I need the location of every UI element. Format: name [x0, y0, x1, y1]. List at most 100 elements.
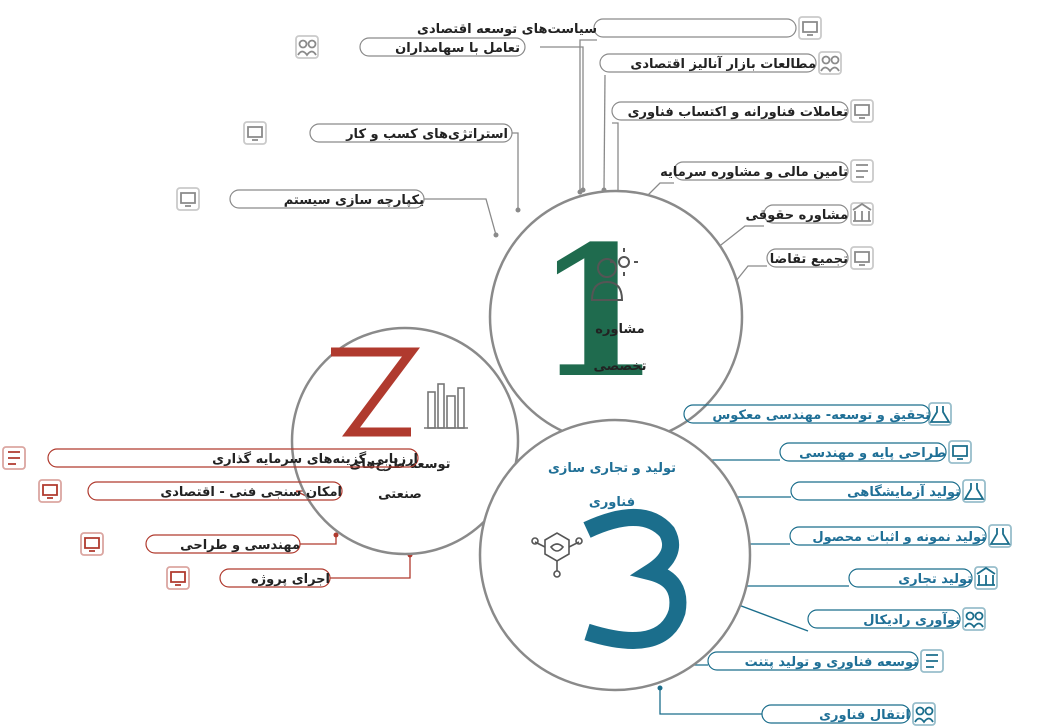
item-label: ارزیابی گزینه‌های سرمایه گذاری [212, 451, 418, 467]
presentation-icon [798, 16, 822, 40]
technology-title-line1: تولید و تجاری سازی [548, 461, 676, 476]
technology-item: توسعه فناوری و تولید پتنت [707, 649, 944, 673]
consulting-item: مشاوره حقوقی [746, 202, 874, 226]
connector-line [612, 122, 619, 196]
item-label: نوآوری رادیکال [863, 611, 960, 628]
industrial-hub: 2 توسعه طرح‌های صنعتی [290, 326, 520, 556]
item-label: انتقال فناوری [819, 708, 910, 723]
item-pill [309, 123, 513, 143]
consulting-item: یکپارچه سازی سیستم [176, 187, 425, 211]
item-label: تجمیع تقاضا [770, 252, 848, 267]
item-pill [359, 37, 526, 57]
item-label: توسعه فناوری و تولید پتنت [745, 655, 918, 670]
item-label: تولید آزمایشگاهی [847, 483, 960, 500]
item-pill [673, 161, 849, 181]
technology-item: تولید تجاری [848, 566, 998, 590]
industrial-item: مهندسی و طراحی [80, 532, 301, 556]
meeting-icon [818, 51, 842, 75]
consulting-item: سیاست‌های توسعه اقتصادی [417, 16, 822, 40]
industrial-item: اجرای پروژه [166, 566, 331, 590]
connector-dot [580, 187, 586, 193]
connector-line [540, 46, 584, 190]
industrial-title-line1: توسعه طرح‌های [349, 457, 450, 472]
item-label: تعامل با سهامداران [395, 41, 520, 56]
consulting-item: تعامل با سهامداران [295, 35, 526, 59]
item-label: مهندسی و طراحی [180, 538, 300, 553]
connector-dot [333, 532, 339, 538]
item-pill [707, 651, 919, 671]
technology-item: نوآوری رادیکال [807, 607, 986, 631]
rd-flask-icon [928, 402, 952, 426]
connector-dot [493, 232, 499, 238]
industrial-numeral-shape [331, 347, 420, 437]
prototype-icon [988, 524, 1012, 548]
project-execution-icon [166, 566, 190, 590]
item-label: طراحی پایه و مهندسی [799, 446, 946, 461]
industrial-item: امکان سنجی فنی - اقتصادی [38, 479, 343, 503]
courthouse-icon [850, 202, 874, 226]
item-pill [611, 101, 849, 121]
consulting-item: استراتژی‌های کسب و کار [243, 121, 513, 145]
item-pill [683, 404, 931, 424]
engineering-design-icon [80, 532, 104, 556]
consulting-numeral: 1 [535, 207, 660, 418]
item-label: تولید نمونه و اثبات محصول [812, 530, 986, 545]
technology-title-line2: فناوری [589, 495, 635, 510]
connector-line [711, 225, 764, 253]
consulting-item: تعاملات فناورانه و اکتساب فناوری [611, 99, 874, 123]
connector-line [330, 555, 411, 579]
item-label: تحقیق و توسعه- مهندسی معکوس [712, 408, 930, 423]
item-pill [807, 609, 961, 629]
item-label: مطالعات بازار آنالیز اقتصادی [630, 55, 816, 72]
item-pill [763, 204, 849, 224]
connector-dot [657, 685, 663, 691]
industrial-item: ارزیابی گزینه‌های سرمایه گذاری [2, 446, 419, 470]
item-pill [766, 248, 849, 268]
investment-report-icon [2, 446, 26, 470]
item-pill [593, 18, 797, 38]
technology-hub: 3 تولید و تجاری سازی فناوری [478, 418, 752, 692]
connector-line [424, 198, 497, 236]
technology-item: تحقیق و توسعه- مهندسی معکوس [683, 402, 952, 426]
item-pill [87, 481, 343, 501]
consulting-item: تجمیع تقاضا [766, 246, 874, 270]
consulting-item: مطالعات بازار آنالیز اقتصادی [599, 51, 842, 75]
item-pill [599, 53, 817, 73]
technology-item: انتقال فناوری [761, 702, 936, 726]
industrial-circle [290, 326, 520, 556]
item-pill [790, 481, 961, 501]
system-integration-icon [176, 187, 200, 211]
item-label: تولید تجاری [898, 572, 972, 587]
technology-circle [478, 418, 752, 692]
item-label: اجرای پروژه [251, 572, 330, 587]
technology-item: تولید نمونه و اثبات محصول [789, 524, 1012, 548]
item-label: تامین مالی و مشاوره سرمایه [660, 165, 848, 180]
group-icon [295, 35, 319, 59]
knowledge-transfer-icon [912, 702, 936, 726]
technology-item: طراحی پایه و مهندسی [779, 440, 972, 464]
molecule-icon [531, 532, 583, 578]
item-label: امکان سنجی فنی - اقتصادی [160, 485, 342, 500]
item-pill [145, 534, 301, 554]
item-pill [761, 704, 911, 724]
patent-document-icon [920, 649, 944, 673]
factory-icon [974, 566, 998, 590]
connector-line [300, 535, 337, 545]
item-label: استراتژی‌های کسب و کار [345, 127, 508, 142]
innovation-head-icon [962, 607, 986, 631]
feasibility-chart-icon [38, 479, 62, 503]
item-label: سیاست‌های توسعه اقتصادی [417, 22, 597, 37]
item-pill [789, 526, 987, 546]
service-items: سیاست‌های توسعه اقتصادی تعامل با سهامدارا… [2, 16, 1012, 726]
item-pill [779, 442, 947, 462]
connector-line [579, 39, 597, 192]
connector-line [603, 74, 606, 191]
consulting-title-line1: مشاوره [595, 322, 644, 337]
connector-line [512, 132, 519, 210]
consulting-hub: 1 مشاوره تخصصی [488, 189, 744, 445]
strategy-board-icon [243, 121, 267, 145]
connector-dot [515, 207, 521, 213]
item-label: تعاملات فناورانه و اکتساب فناوری [628, 105, 848, 120]
consultant-icon [590, 248, 638, 301]
